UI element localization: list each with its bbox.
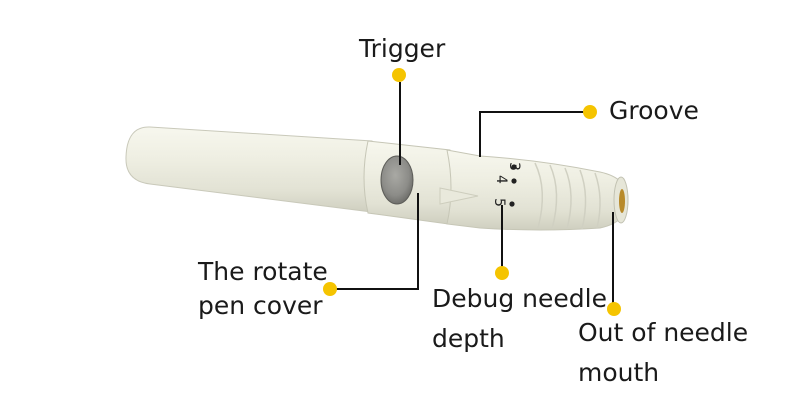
depth-mark-4: 4 <box>493 175 509 184</box>
out-of-needle-mouth-label: Out of needle mouth <box>578 316 748 390</box>
depth-mark-5: 5 <box>491 198 507 207</box>
leader-lines <box>330 82 614 308</box>
rotate-pen-cover-label-line-1: The rotate <box>198 257 328 286</box>
rotate-pen-cover-leader <box>330 193 419 290</box>
out-of-needle-mouth-label-line-1: Out of needle <box>578 318 749 347</box>
out-of-needle-mouth-label-line-2: mouth <box>578 358 660 387</box>
debug-needle-depth-label: Debug needle depth <box>432 282 607 356</box>
trigger-label: Trigger <box>359 32 445 66</box>
groove-leader <box>479 111 590 157</box>
groove-marker <box>583 105 597 119</box>
debug-needle-depth-label-line-2: depth <box>432 324 505 353</box>
depth-arrow <box>439 187 479 205</box>
trigger-label-line: Trigger <box>359 34 446 63</box>
depth-dot-4 <box>511 178 517 184</box>
callout-markers <box>323 68 621 316</box>
rotate-pen-cover-label-line-2: pen cover <box>198 291 323 320</box>
depth-dot-3 <box>511 164 517 170</box>
depth-dot-5 <box>509 201 515 207</box>
lancing-pen: 345 <box>125 126 629 231</box>
pen-cap <box>446 149 629 231</box>
rotate-pen-cover-label: The rotate pen cover <box>198 255 328 323</box>
trigger-button <box>380 155 414 205</box>
pen-barrel <box>125 126 373 213</box>
debug-needle-depth-label-line-1: Debug needle <box>432 284 607 313</box>
rotate-pen-cover-marker <box>323 282 337 296</box>
debug-needle-depth-marker <box>495 266 509 280</box>
groove-label: Groove <box>609 94 699 128</box>
trigger-marker <box>392 68 406 82</box>
depth-marks: 345 <box>491 162 522 207</box>
out-of-needle-mouth-marker <box>607 302 621 316</box>
groove-label-line: Groove <box>609 96 699 125</box>
